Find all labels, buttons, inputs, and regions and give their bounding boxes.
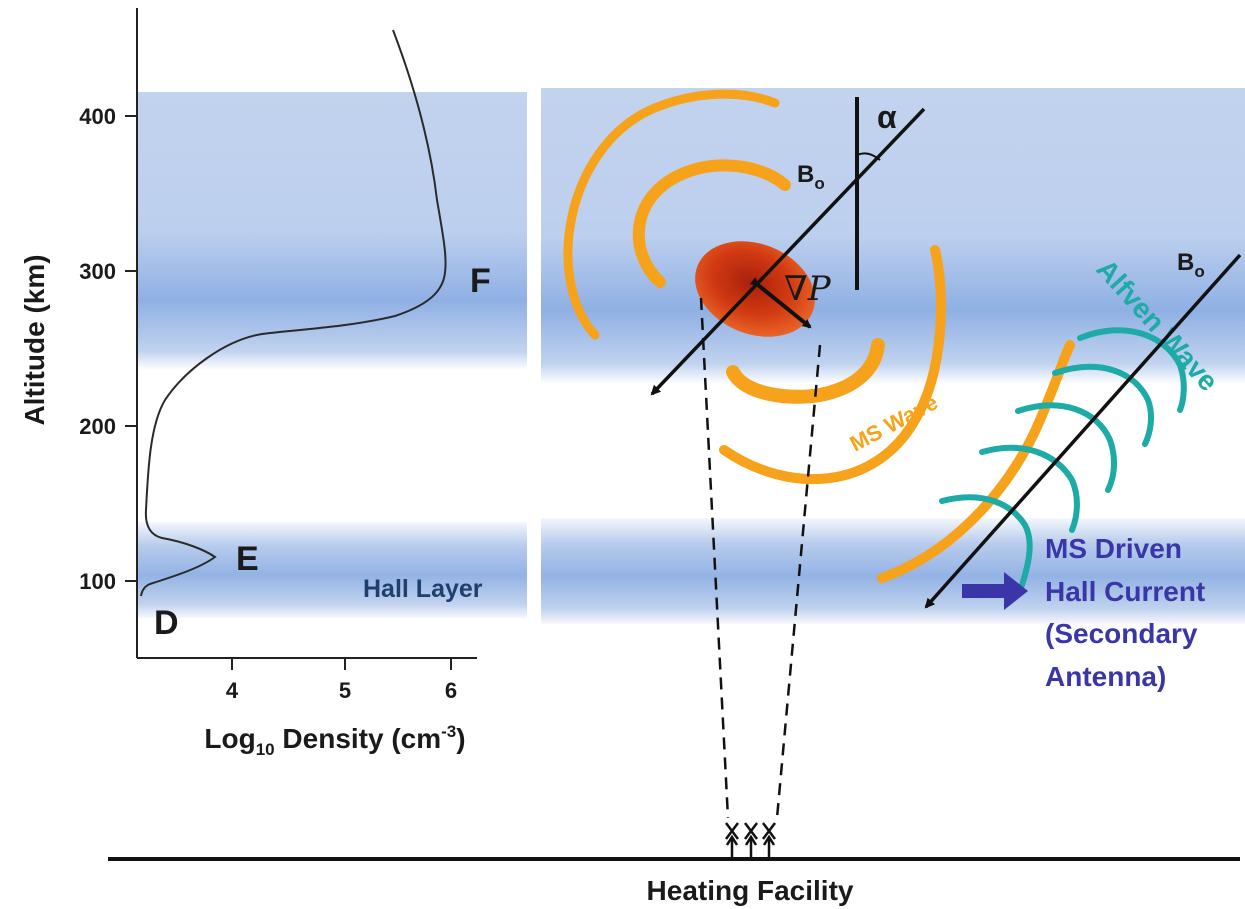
e-layer-band-left bbox=[137, 522, 527, 618]
y-tick-label: 200 bbox=[79, 414, 116, 439]
density-profile-chart: 100 200 300 400 4 5 6 Altitude (km) Log1… bbox=[19, 8, 491, 759]
heater-beam-left bbox=[699, 297, 730, 819]
d-layer-label: D bbox=[154, 604, 179, 642]
y-tick-label: 300 bbox=[79, 259, 116, 284]
y-tick-label: 100 bbox=[79, 569, 116, 594]
b0-label-lower: Bo bbox=[1177, 249, 1205, 281]
density-profile-curve bbox=[140, 29, 447, 597]
alfven-wave-fronts bbox=[939, 327, 1187, 588]
y-axis-label: Altitude (km) bbox=[19, 254, 50, 425]
pressure-gradient-arrow bbox=[749, 277, 812, 329]
hall-layer-label: Hall Layer bbox=[363, 575, 483, 603]
y-tick-label: 400 bbox=[79, 104, 116, 129]
heater-antenna-array bbox=[725, 822, 776, 858]
x-axis-label: Log10 Density (cm-3) bbox=[204, 722, 465, 759]
x-tick-label: 6 bbox=[445, 678, 457, 703]
f-layer-band-left bbox=[137, 92, 527, 370]
hall-current-arrow bbox=[962, 572, 1028, 610]
e-layer-label: E bbox=[236, 540, 259, 578]
heating-facility-label: Heating Facility bbox=[647, 875, 854, 906]
b0-field-line-lower bbox=[924, 253, 1242, 609]
x-tick-label: 4 bbox=[226, 678, 239, 703]
b0-label-upper: Bo bbox=[797, 161, 825, 193]
alpha-label: α bbox=[877, 99, 897, 135]
hall-current-label: MS Driven Hall Current (Secondary Antenn… bbox=[1045, 533, 1213, 692]
pressure-gradient-label: ∇P bbox=[784, 269, 832, 309]
x-tick-label: 5 bbox=[339, 678, 351, 703]
f-layer-label: F bbox=[470, 262, 491, 300]
b0-field-line-upper bbox=[650, 107, 926, 396]
f-layer-band-right bbox=[541, 88, 1245, 384]
